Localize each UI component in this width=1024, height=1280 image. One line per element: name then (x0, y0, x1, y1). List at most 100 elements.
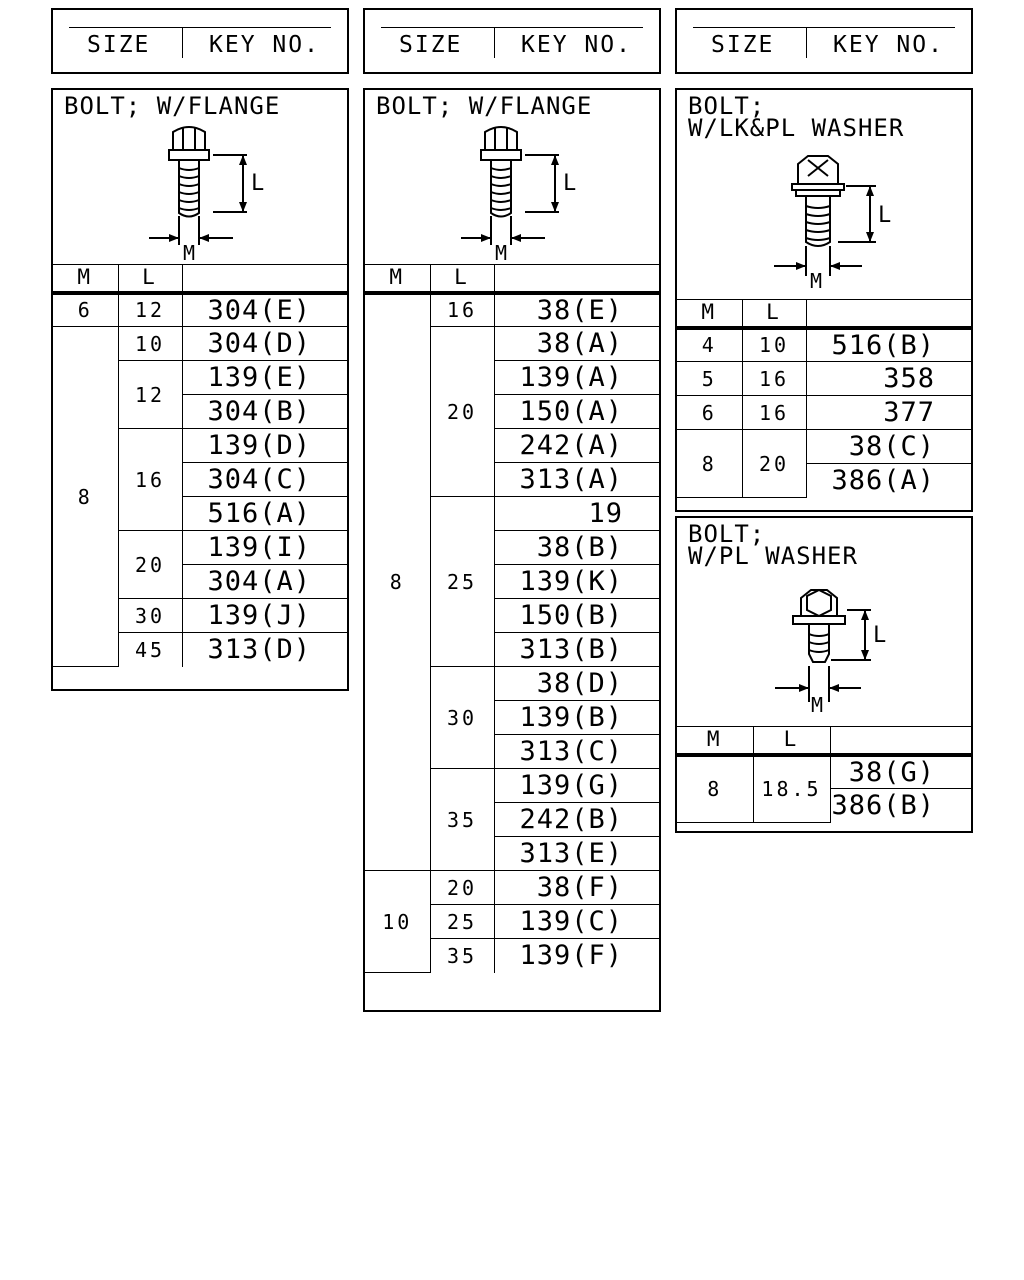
key-number-cell: 516(A) (182, 496, 347, 531)
table-row: 516(A) (53, 496, 347, 531)
column-header-row: M L (53, 264, 347, 295)
key-number-cell: 19 (493, 496, 659, 531)
diameter-m-cell: 8 (365, 292, 431, 871)
key-number-cell: 313(D) (181, 632, 347, 667)
dim-label-l: L (878, 203, 891, 228)
table-row: 386(B) (677, 788, 971, 823)
size-header: SIZE (399, 32, 463, 58)
column-m-header: M (53, 264, 119, 295)
dim-label-l: L (873, 623, 886, 648)
column-l-header: L (117, 264, 183, 295)
key-number-cell: 139(B) (494, 700, 659, 735)
column-header-row: M L (365, 264, 659, 295)
length-l-cell: 35 (430, 768, 495, 871)
length-l-cell: 16 (429, 292, 495, 327)
dim-label-m: M (811, 693, 823, 717)
table-row: 150(A) (365, 394, 659, 429)
length-l-cell: 20 (741, 429, 807, 498)
key-number-cell: 516(B) (805, 327, 971, 362)
length-l-cell: 20 (118, 530, 183, 599)
column-l-header: L (429, 264, 495, 295)
key-number-cell: 150(A) (494, 394, 659, 429)
length-l-cell: 35 (430, 938, 495, 973)
key-number-cell: 304(E) (181, 292, 347, 327)
bolt-pl-washer-panel: BOLT; W/PL WASHER L M M L (675, 516, 973, 833)
panel-title: BOLT; W/FLANGE (376, 92, 593, 120)
table-row: 139(B) (365, 700, 659, 735)
header-box-1: SIZE KEY NO. (51, 8, 349, 74)
key-number-cell: 358 (805, 361, 971, 396)
key-number-cell: 139(E) (181, 360, 347, 395)
key-number-cell: 242(B) (494, 802, 659, 837)
table-row: 386(A) (677, 463, 971, 498)
key-number-cell: 38(A) (493, 326, 659, 361)
diameter-m-cell: 5 (677, 361, 743, 396)
column-header-row: M L (677, 299, 971, 330)
length-l-cell: 10 (741, 327, 807, 362)
key-number-cell: 304(B) (182, 394, 347, 429)
table-row: 242(B) (365, 802, 659, 837)
column-m-header: M (677, 299, 743, 330)
diameter-m-cell: 4 (677, 327, 743, 362)
flange-bolt-icon: L M (149, 126, 264, 265)
key-number-cell: 242(A) (494, 428, 659, 463)
key-no-header: KEY NO. (209, 32, 320, 58)
length-l-cell: 25 (430, 496, 495, 667)
column-l-header: L (741, 299, 807, 330)
flange-bolt-icon: L M (461, 126, 576, 265)
key-number-cell: 38(B) (494, 530, 659, 565)
panel-title: BOLT; W/FLANGE (64, 92, 281, 120)
header-divider (182, 28, 183, 58)
header-divider (806, 28, 807, 58)
key-number-cell: 386(B) (830, 788, 971, 823)
column-key-header (829, 726, 971, 757)
table-row: 139(A) (365, 360, 659, 395)
key-number-cell: 38(G) (829, 754, 971, 789)
key-number-cell: 139(G) (493, 768, 659, 803)
key-number-cell: 150(B) (494, 598, 659, 633)
table-row: 313(B) (365, 632, 659, 667)
dim-label-l: L (251, 171, 264, 196)
length-l-cell: 45 (118, 632, 183, 667)
header-box-2: SIZE KEY NO. (363, 8, 661, 74)
dim-label-m: M (495, 241, 507, 265)
length-l-cell: 10 (117, 326, 183, 361)
key-number-cell: 139(F) (493, 938, 659, 973)
table-row: 304(A) (53, 564, 347, 599)
length-l-cell: 16 (741, 361, 807, 396)
length-l-cell: 30 (118, 598, 183, 633)
dim-label-l: L (563, 171, 576, 196)
length-l-cell: 25 (430, 904, 495, 939)
key-number-cell: 139(D) (181, 428, 347, 463)
header-box-3: SIZE KEY NO. (675, 8, 973, 74)
diameter-m-cell: 6 (53, 292, 119, 327)
key-number-cell: 304(C) (182, 462, 347, 497)
key-number-cell: 139(A) (494, 360, 659, 395)
key-no-header: KEY NO. (521, 32, 632, 58)
key-number-cell: 304(D) (181, 326, 347, 361)
diameter-m-cell: 10 (365, 870, 431, 973)
dim-label-m: M (810, 269, 822, 293)
plain-washer-bolt-icon: L M (775, 588, 886, 717)
key-number-cell: 38(F) (493, 870, 659, 905)
key-number-cell: 377 (805, 395, 971, 430)
length-l-cell: 16 (118, 428, 183, 531)
table-row: 150(B) (365, 598, 659, 633)
